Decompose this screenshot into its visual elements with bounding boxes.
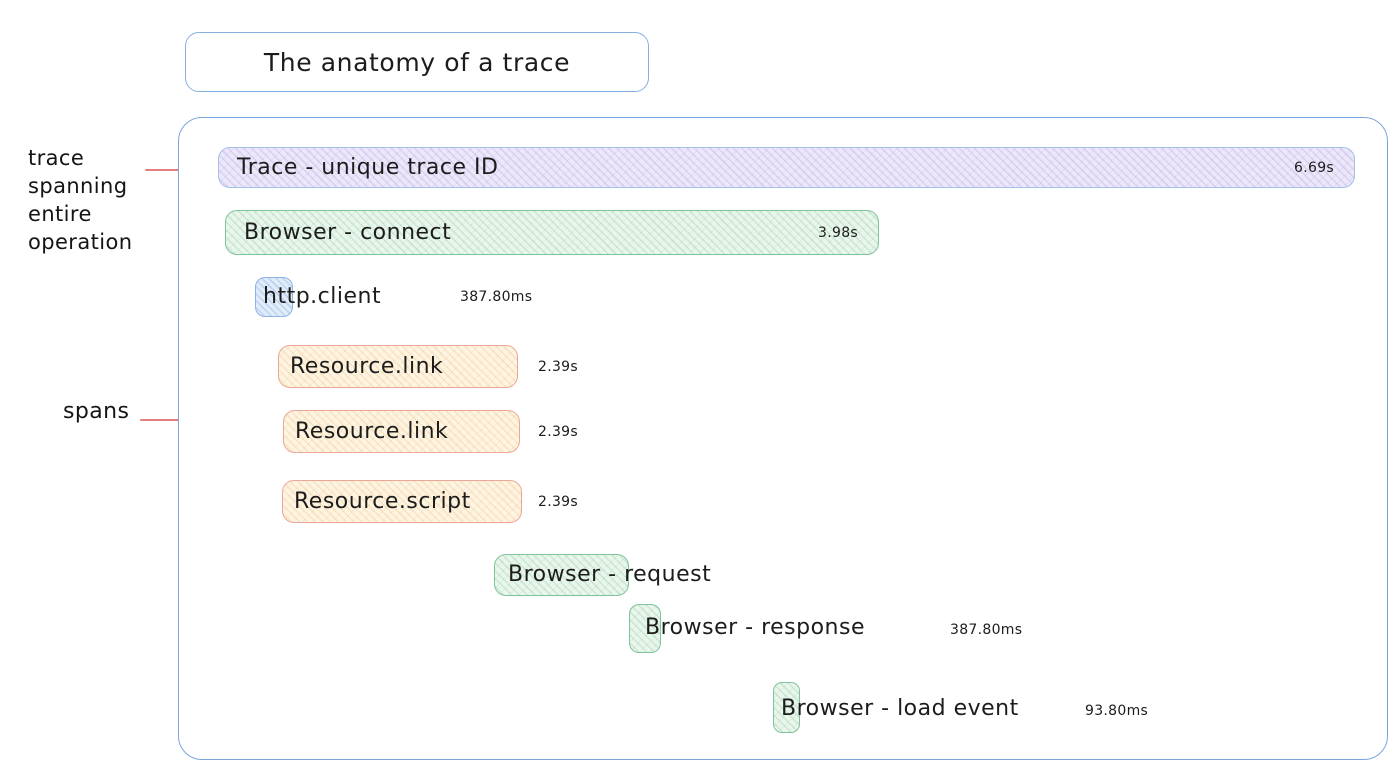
spans-connector-line: [140, 419, 208, 421]
span-http-client-chip: [255, 277, 293, 317]
span-browser-response-chip: [629, 604, 661, 653]
span-resource-link-2-label: Resource.link: [295, 419, 449, 444]
annotation-trace-spanning: trace spanning entire operation: [28, 146, 133, 254]
span-browser-response-duration: 387.80ms: [950, 622, 1023, 638]
span-browser-response-label: Browser - response: [645, 615, 865, 640]
span-browser-request-label: Browser - request: [508, 562, 712, 587]
trace-bar-duration: 6.69s: [1294, 159, 1334, 176]
annotation-spans: spans: [63, 399, 130, 424]
span-browser-connect: Browser - connect 3.98s: [225, 210, 879, 255]
span-browser-connect-label: Browser - connect: [244, 220, 452, 245]
span-resource-script-duration: 2.39s: [538, 494, 578, 510]
trace-bar-label: Trace - unique trace ID: [237, 155, 499, 180]
span-resource-link-2-duration: 2.39s: [538, 424, 578, 440]
span-browser-load-event-duration: 93.80ms: [1085, 703, 1149, 719]
span-browser-load-event-chip: [773, 682, 800, 733]
span-resource-link-2-chip: [283, 410, 520, 453]
span-browser-connect-duration: 3.98s: [818, 224, 858, 241]
trace-connector-line: [145, 169, 206, 171]
span-resource-link-1-duration: 2.39s: [538, 359, 578, 375]
span-browser-request-chip: [494, 554, 629, 596]
span-resource-link-1-chip: [278, 345, 518, 388]
span-http-client-duration: 387.80ms: [460, 289, 533, 305]
page-title: The anatomy of a trace: [263, 47, 571, 77]
span-resource-link-1-label: Resource.link: [290, 354, 444, 379]
span-browser-load-event-label: Browser - load event: [781, 696, 1019, 721]
span-http-client-label: http.client: [263, 284, 382, 309]
span-resource-script-label: Resource.script: [294, 489, 471, 514]
trace-bar: Trace - unique trace ID 6.69s: [218, 147, 1355, 188]
title-box: The anatomy of a trace: [185, 32, 649, 92]
span-resource-script-chip: [282, 480, 522, 523]
